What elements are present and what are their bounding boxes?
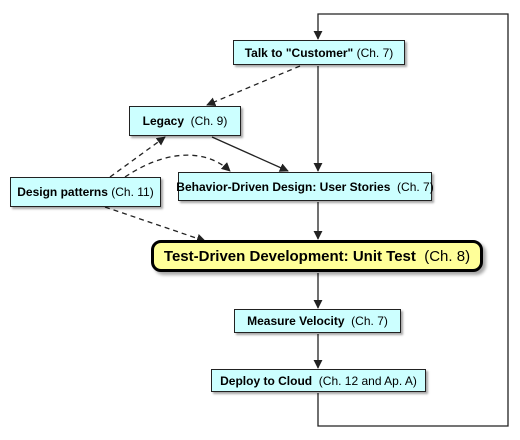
node-label: Measure Velocity: [247, 314, 345, 328]
node-chapter-ref: (Ch. 8): [415, 247, 471, 265]
node-deploy-to-cloud: Deploy to Cloud (Ch. 12 and Ap. A): [211, 369, 426, 392]
node-label: Legacy: [142, 114, 184, 128]
node-chapter-ref: (Ch. 9): [184, 114, 228, 128]
node-design-patterns: Design patterns (Ch. 11): [10, 177, 161, 207]
node-behavior-driven-design: Behavior-Driven Design: User Stories (Ch…: [176, 172, 434, 201]
node-legacy: Legacy (Ch. 9): [129, 106, 241, 136]
node-label: Test-Driven Development: Unit Test: [163, 247, 416, 265]
node-label: Deploy to Cloud: [220, 373, 313, 388]
node-chapter-ref: (Ch. 7): [344, 314, 388, 328]
node-label: Design patterns: [17, 185, 108, 199]
node-test-driven-development: Test-Driven Development: Unit Test (Ch. …: [151, 240, 483, 272]
edge-legacy-to-bdd: [211, 136, 289, 172]
edge-deploy-to-talk: [313, 13, 509, 427]
node-chapter-ref: (Ch. 11): [107, 185, 154, 199]
node-talk-to-customer: Talk to "Customer" (Ch. 7): [233, 40, 405, 65]
node-label: Behavior-Driven Design: User Stories: [176, 179, 391, 194]
node-label: Talk to "Customer": [244, 45, 354, 60]
node-measure-velocity: Measure Velocity (Ch. 7): [234, 309, 401, 333]
node-chapter-ref: (Ch. 7): [390, 179, 434, 194]
edge-design-to-bdd: [124, 154, 231, 178]
edge-talk-to-legacy: [206, 65, 301, 107]
edge-design-to-tdd: [104, 206, 206, 243]
node-chapter-ref: (Ch. 12 and Ap. A): [312, 373, 417, 388]
edge-design-to-legacy: [109, 136, 166, 178]
node-chapter-ref: (Ch. 7): [353, 45, 394, 60]
